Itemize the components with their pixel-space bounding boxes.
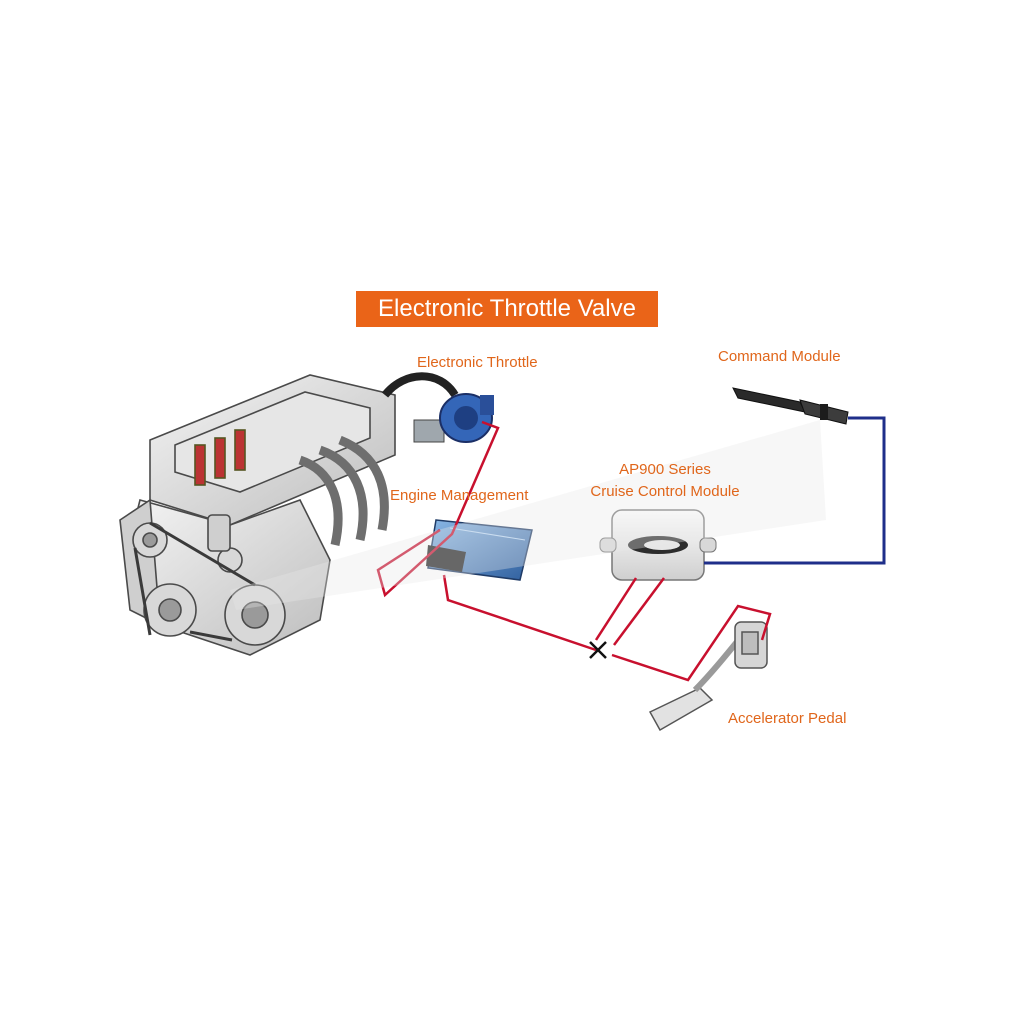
label-cruise-module-line1: AP900 Series xyxy=(619,461,711,478)
command-wire xyxy=(704,416,886,565)
signal-wires xyxy=(376,420,772,682)
label-electronic-throttle: Electronic Throttle xyxy=(417,354,538,371)
ecu-to-pedal-wire xyxy=(442,574,597,652)
junction-to-pedal-wire xyxy=(611,604,772,682)
label-accelerator-pedal: Accelerator Pedal xyxy=(728,710,847,727)
throttle-body-icon xyxy=(413,393,494,443)
cruise-module-icon xyxy=(599,509,717,581)
command-stalk-icon xyxy=(732,387,849,425)
module-to-junction-wire-2 xyxy=(612,577,666,646)
accelerator-pedal-icon xyxy=(648,621,768,732)
module-to-junction-wire xyxy=(594,577,638,641)
label-engine-management: Engine Management xyxy=(390,487,529,504)
throttle-loop-wire xyxy=(376,420,500,598)
ecu-icon xyxy=(426,519,533,581)
engine-illustration xyxy=(119,372,459,656)
label-command-module: Command Module xyxy=(718,348,841,365)
watermark-band xyxy=(230,420,826,610)
title-banner: Electronic Throttle Valve xyxy=(356,291,658,327)
label-cruise-module-line2: Cruise Control Module xyxy=(590,483,740,500)
cut-mark-icon xyxy=(589,641,607,659)
page-title: Electronic Throttle Valve xyxy=(378,295,636,322)
